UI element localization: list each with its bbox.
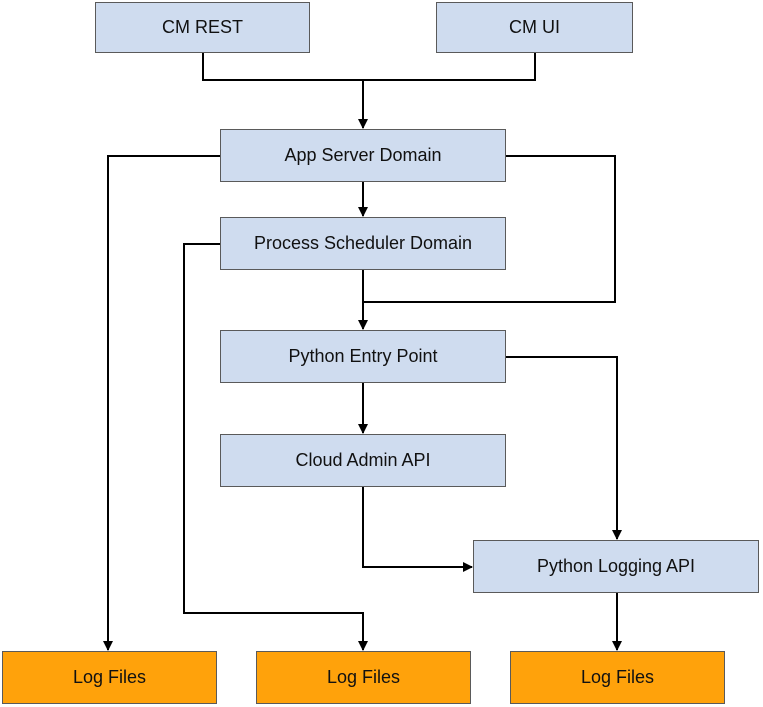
python-entry-point-label: Python Entry Point xyxy=(288,346,438,366)
app-server-domain-label: App Server Domain xyxy=(284,145,442,165)
cm-rest-node: CM REST xyxy=(95,2,310,53)
cm-ui-label: CM UI xyxy=(509,17,560,37)
log-files-right-label: Log Files xyxy=(580,667,655,687)
cm-ui-node: CM UI xyxy=(436,2,633,53)
python-logging-api-node: Python Logging API xyxy=(473,540,759,593)
process-scheduler-domain-label: Process Scheduler Domain xyxy=(253,233,473,253)
edge-process-scheduler-to-log-middle xyxy=(183,243,368,651)
edge-cm-rest-to-merge xyxy=(202,53,363,81)
process-scheduler-domain-node: Process Scheduler Domain xyxy=(220,217,506,270)
cloud-admin-api-label: Cloud Admin API xyxy=(295,450,431,470)
log-files-right-node: Log Files xyxy=(510,651,725,704)
log-files-middle-label: Log Files xyxy=(326,667,401,687)
log-files-left-label: Log Files xyxy=(72,667,147,687)
edge-app-server-to-python-entry xyxy=(363,155,616,303)
edge-cloud-admin-to-python-logging xyxy=(362,487,473,572)
cm-rest-label: CM REST xyxy=(162,17,243,37)
log-files-middle-node: Log Files xyxy=(256,651,471,704)
edge-python-entry-to-python-logging xyxy=(506,356,622,540)
python-entry-point-node: Python Entry Point xyxy=(220,330,506,383)
edge-cm-ui-to-merge xyxy=(363,53,536,81)
python-logging-api-label: Python Logging API xyxy=(536,556,696,576)
cloud-admin-api-node: Cloud Admin API xyxy=(220,434,506,487)
edge-app-server-to-log-left xyxy=(103,155,220,651)
app-server-domain-node: App Server Domain xyxy=(220,129,506,182)
log-files-left-node: Log Files xyxy=(2,651,217,704)
